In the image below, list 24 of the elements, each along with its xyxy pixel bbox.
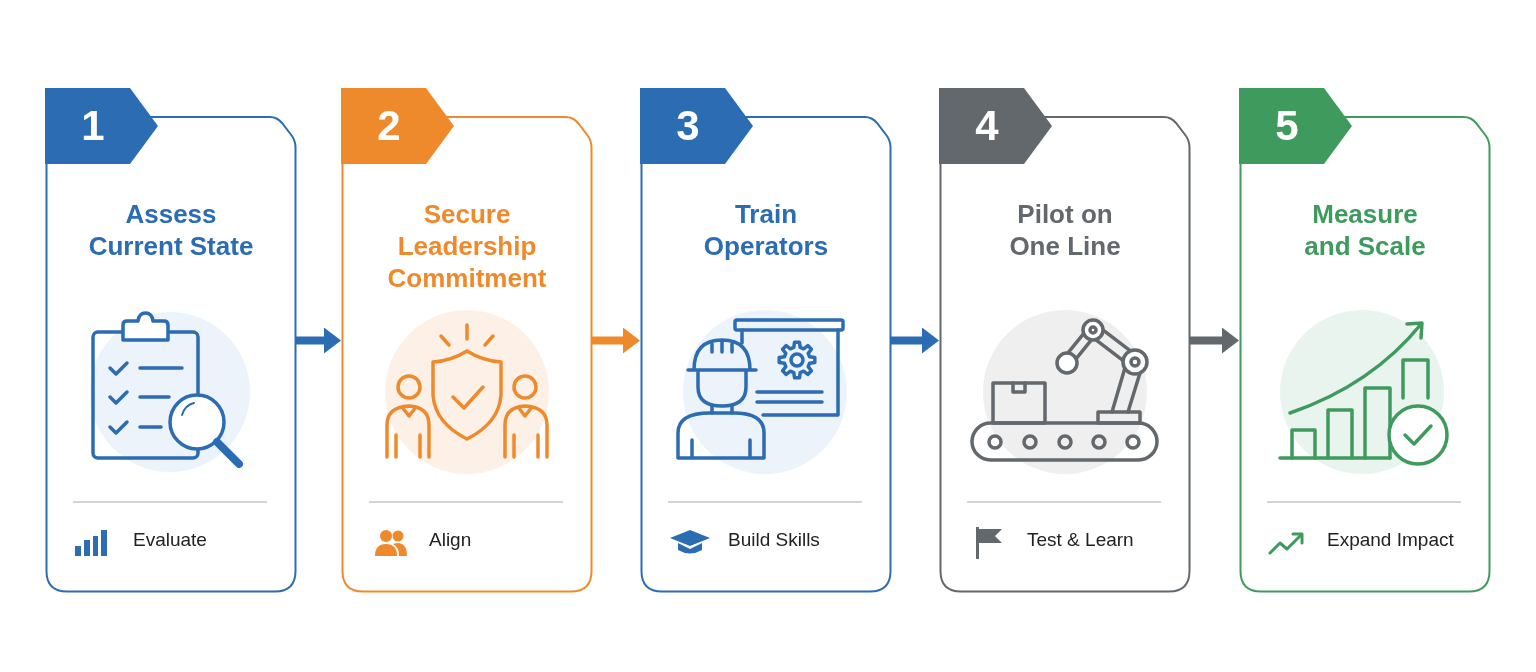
- step-label: Evaluate: [133, 528, 207, 552]
- step-card: [45, 88, 297, 593]
- step-label: Test & Learn: [1027, 528, 1134, 552]
- arrow: [592, 327, 640, 354]
- step-card: [1239, 88, 1491, 593]
- step-label: Align: [429, 528, 472, 552]
- step-title: Pilot on One Line: [1008, 198, 1122, 262]
- step-number: 3: [640, 88, 753, 164]
- arrow: [1190, 327, 1239, 354]
- step-card: [640, 88, 892, 593]
- step-card: [341, 88, 593, 593]
- step-title: Secure Leadership Commitment: [386, 198, 548, 294]
- step-label: Build Skills: [728, 528, 820, 552]
- step-number: 4: [939, 88, 1052, 164]
- step-number: 5: [1239, 88, 1352, 164]
- step-number: 2: [341, 88, 454, 164]
- step-title: Measure and Scale: [1303, 198, 1427, 262]
- step-title: Assess Current State: [87, 198, 255, 262]
- step-number: 1: [45, 88, 158, 164]
- step-card: [939, 88, 1191, 593]
- step-title: Train Operators: [702, 198, 830, 262]
- arrow: [891, 327, 939, 354]
- step-label: Expand Impact: [1327, 528, 1454, 552]
- arrow: [296, 327, 341, 354]
